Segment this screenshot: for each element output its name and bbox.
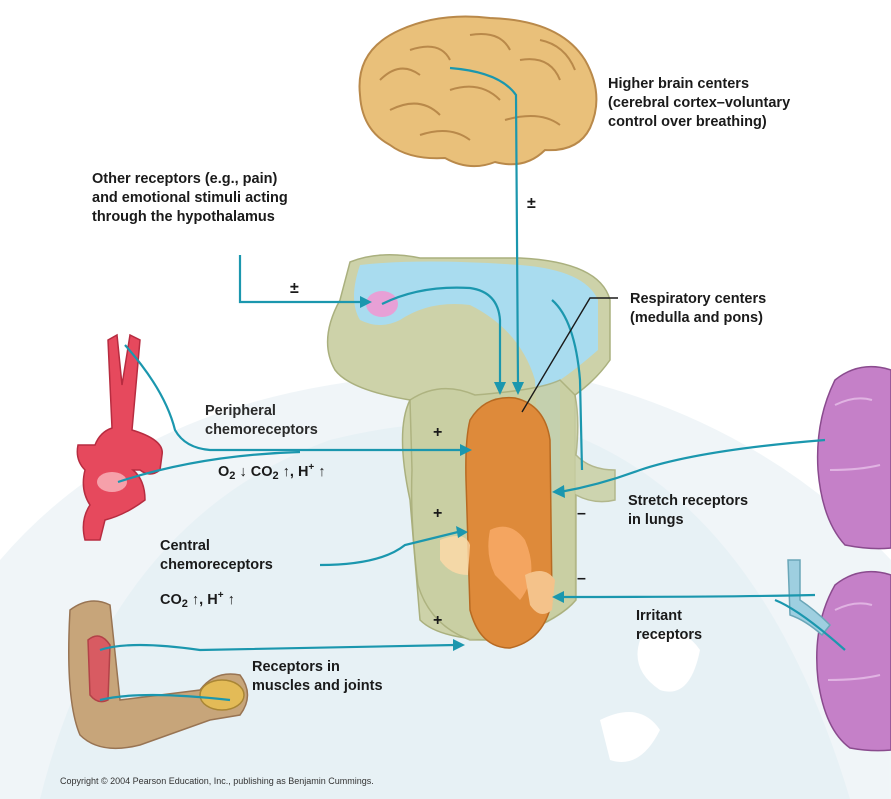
label-central-chemoreceptors: Central chemoreceptors bbox=[160, 537, 273, 575]
sign-stretch: – bbox=[577, 505, 586, 523]
brain-illustration bbox=[360, 17, 597, 167]
formula-peripheral: O2 ↓ CO2 ↑, H+ ↑ bbox=[218, 458, 326, 486]
sign-cortex: ± bbox=[527, 195, 536, 213]
formula-central: CO2 ↑, H+ ↑ bbox=[160, 586, 235, 614]
label-peripheral-chemoreceptors: Peripheral chemoreceptors bbox=[205, 402, 318, 440]
label-higher-brain-centers: Higher brain centers (cerebral cortex–vo… bbox=[608, 75, 790, 132]
sign-central: + bbox=[433, 505, 442, 523]
sign-irritant: – bbox=[577, 570, 586, 588]
label-stretch-receptors: Stretch receptors in lungs bbox=[628, 492, 748, 530]
sign-hypothalamus: ± bbox=[290, 280, 299, 298]
sign-peripheral: + bbox=[433, 424, 442, 442]
label-irritant-receptors: Irritant receptors bbox=[636, 607, 702, 645]
label-respiratory-centers: Respiratory centers (medulla and pons) bbox=[630, 290, 766, 328]
label-muscle-receptors: Receptors in muscles and joints bbox=[252, 658, 383, 696]
label-other-receptors: Other receptors (e.g., pain) and emotion… bbox=[92, 170, 288, 227]
sign-muscles: + bbox=[433, 612, 442, 630]
copyright-notice: Copyright © 2004 Pearson Education, Inc.… bbox=[60, 776, 374, 786]
